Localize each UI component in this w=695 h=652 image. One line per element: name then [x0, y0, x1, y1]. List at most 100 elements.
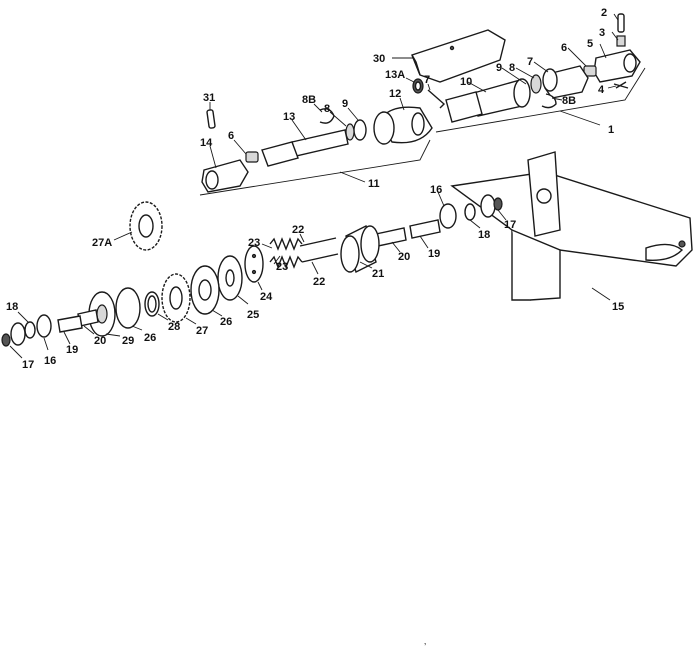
callout-17-left: 17 [22, 359, 34, 371]
callout-7-right: 7 [527, 56, 533, 68]
part-10-shaft-square [445, 91, 483, 123]
leader-28 [157, 313, 169, 321]
leader-13A [405, 77, 415, 83]
callout-24: 24 [260, 291, 273, 303]
callout-20-left: 20 [94, 335, 106, 347]
leader-26-right [211, 309, 223, 317]
leader-23-upper [261, 243, 273, 249]
part-8-seal-right [530, 74, 542, 94]
part-24-hole-b [251, 269, 257, 275]
leader-21 [359, 261, 373, 269]
universal-joint-yoke-left [261, 141, 299, 167]
callout-5: 5 [587, 38, 593, 50]
part-25-disc-center [225, 269, 235, 287]
assembly-11-bracket-line [199, 139, 431, 196]
callout-29: 29 [122, 335, 134, 347]
leader-27 [185, 317, 197, 325]
callout-23-upper: 23 [248, 237, 260, 249]
part-3-spring-pin [616, 35, 626, 47]
leader-22-upper [299, 233, 305, 243]
part-31-key [206, 109, 216, 129]
part-7-clip-left [427, 89, 446, 109]
part-17-nut-left [1, 333, 11, 347]
leader-8-left [329, 111, 347, 127]
leader-16-left [43, 337, 49, 351]
part-17-nut-right [493, 197, 503, 211]
leader-26-left [131, 325, 143, 331]
callout-27A: 27A [92, 237, 112, 249]
callout-25: 25 [247, 309, 259, 321]
leader-9-left [347, 107, 359, 121]
bottom-mark: ’ [424, 642, 426, 652]
callout-30: 30 [373, 53, 385, 65]
part-23-spring-upper [269, 237, 303, 251]
assembly-1-bracket-line [435, 67, 646, 133]
part-2-fitting [617, 13, 625, 33]
part-12-cone-inner [411, 112, 425, 136]
leader-8-right [515, 67, 535, 79]
leader-17-left [9, 345, 23, 359]
callout-6-left: 6 [228, 130, 234, 142]
leader-4 [607, 85, 617, 89]
part-27A-sprocket-hub [138, 214, 154, 238]
leader-25 [237, 295, 249, 305]
part-7-bearing-right [542, 68, 558, 92]
leader-13 [291, 119, 307, 141]
leader-24 [257, 281, 263, 291]
callout-19-left: 19 [66, 344, 78, 356]
leader-10 [467, 81, 487, 93]
part-8B-snap-ring-right [541, 93, 557, 109]
part-24-spring-plate [244, 245, 264, 283]
callout-16-right: 16 [430, 184, 442, 196]
part-9-bearing-left [353, 119, 367, 141]
leader-9-right [501, 67, 527, 85]
leader-19-right [419, 235, 429, 249]
part-20-bushing-right [375, 227, 407, 247]
part-26-friction-disc-left [115, 287, 141, 329]
leader-12 [399, 97, 405, 111]
part-16b-flange-left [10, 322, 26, 346]
part-28-ring-inner [147, 295, 157, 313]
leader-20-right [391, 241, 401, 253]
callout-8-left: 8 [324, 103, 330, 115]
leader-6-right [567, 47, 587, 67]
leader-29 [105, 333, 121, 337]
leader-8B-right [551, 97, 563, 101]
callout-8B-right: 8B [562, 95, 576, 107]
part-24-hole-a [251, 253, 257, 259]
callout-18-right: 18 [478, 229, 490, 241]
leader-8B-left [313, 103, 323, 113]
callout-28: 28 [168, 321, 180, 333]
part-27-sprocket-hub [169, 286, 183, 310]
part-19-shaft-left [57, 315, 83, 333]
callout-27: 27 [196, 325, 208, 337]
part-18-collar-right [464, 203, 476, 221]
part-22-bolt-lower [301, 253, 339, 263]
callout-12: 12 [389, 88, 401, 100]
callout-17-right: 17 [504, 219, 516, 231]
callout-14: 14 [200, 137, 213, 149]
part-16-flange-left [36, 314, 52, 338]
part-13-shaft [291, 129, 349, 157]
assembly-11-leader [339, 171, 366, 183]
callout-10: 10 [460, 76, 472, 88]
part-16-flange-right [439, 203, 457, 229]
part-21-hub-front [340, 235, 360, 273]
leader-23-lower [273, 255, 281, 265]
callout-26-right: 26 [220, 316, 232, 328]
part-29-plate-hub [96, 304, 108, 324]
leader-16-right [437, 191, 445, 207]
leader-5 [599, 43, 607, 59]
callout-1: 1 [608, 124, 614, 136]
callout-7-left: 7 [424, 74, 430, 86]
assembly-1-leader [559, 110, 601, 126]
part-5-yoke-bore [623, 53, 637, 73]
callout-11: 11 [368, 178, 380, 190]
leader-3 [611, 31, 619, 41]
callout-26-left: 26 [144, 332, 156, 344]
callout-9-right: 9 [496, 62, 502, 74]
callout-2: 2 [601, 7, 607, 19]
part-26-friction-disc-right-center [198, 279, 212, 301]
part-19-shaft-right [409, 219, 441, 239]
